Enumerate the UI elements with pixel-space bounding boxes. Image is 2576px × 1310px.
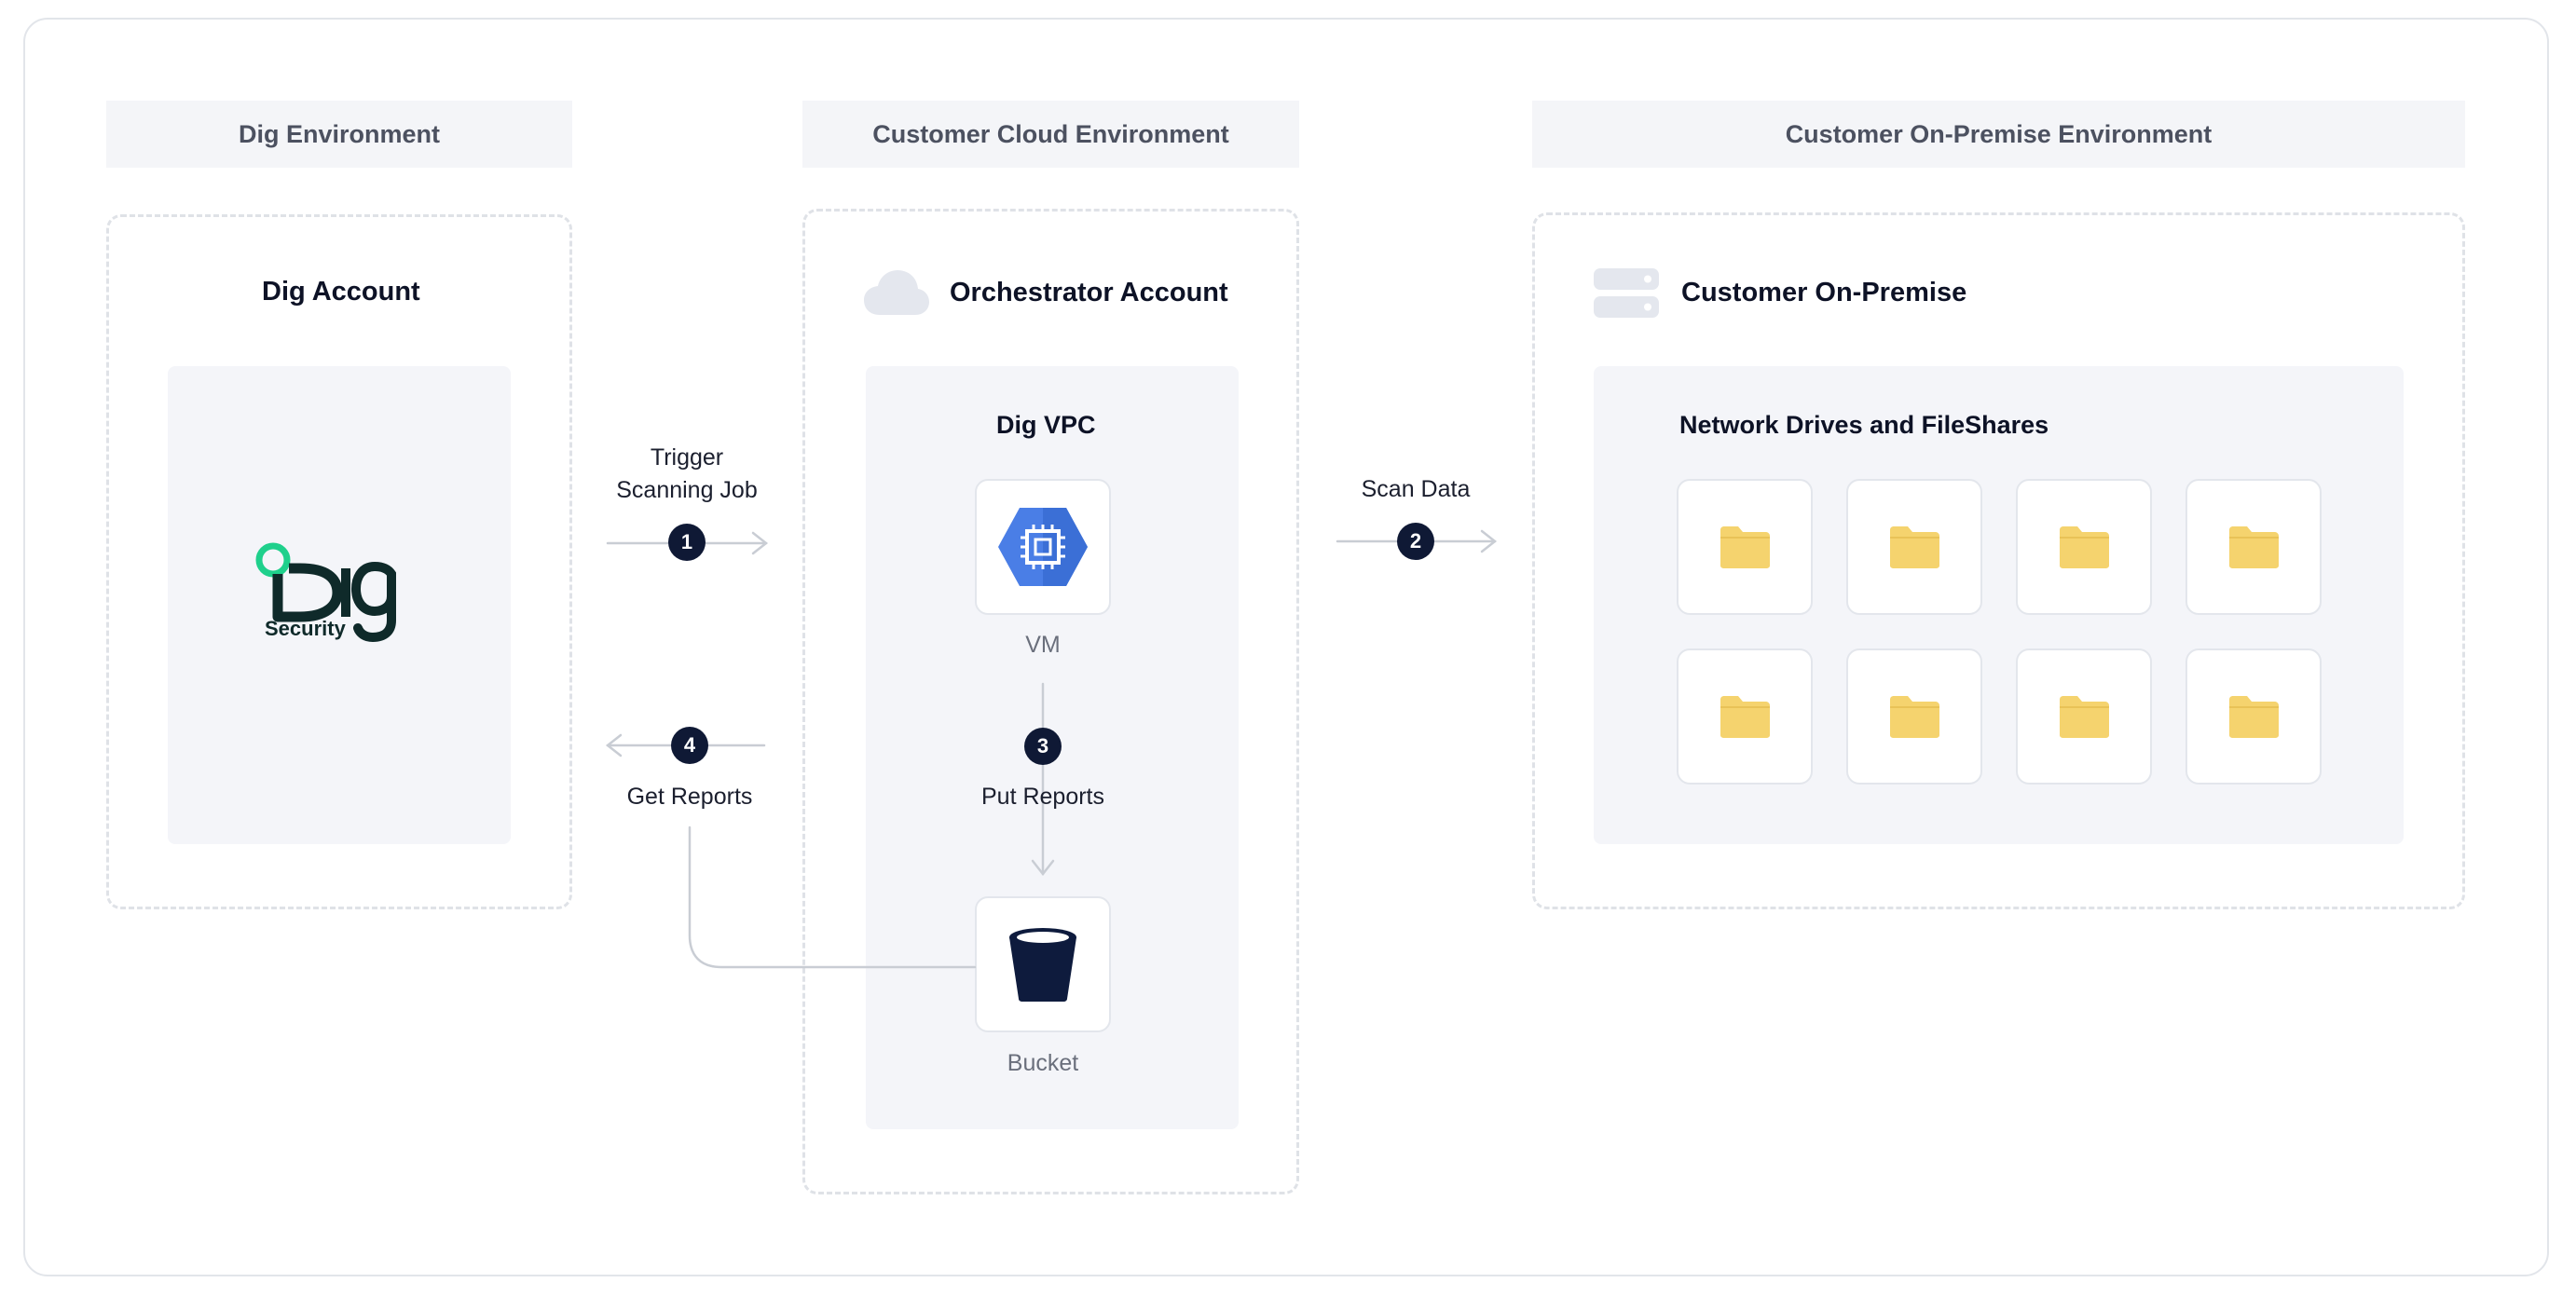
folder-icon [2060, 526, 2109, 568]
server-icon [1594, 268, 1659, 319]
folder-icon [2229, 696, 2279, 738]
dig-vpc-title: Dig VPC [996, 411, 1096, 439]
onprem-account-box [1532, 212, 2465, 909]
orchestrator-account-box [802, 209, 1299, 1194]
orchestrator-account-title: Orchestrator Account [950, 278, 1228, 307]
dig-logo-subtext: Security [265, 617, 346, 640]
step-1-label: Trigger Scanning Job [616, 442, 758, 507]
bucket-icon [1009, 928, 1076, 1002]
folder-tile[interactable] [2016, 479, 2152, 615]
dig-account-box [106, 214, 572, 909]
folder-icon [1720, 696, 1770, 738]
step-4-label: Get Reports [626, 784, 753, 810]
bucket-tile[interactable] [975, 896, 1111, 1032]
bucket-caption: Bucket [1007, 1050, 1079, 1076]
dig-logo-icon [255, 542, 396, 643]
folder-tile[interactable] [1677, 648, 1813, 785]
folder-icon [1890, 526, 1939, 568]
step-4-marker: 4 [671, 727, 708, 764]
dig-environment-header: Dig Environment [106, 101, 572, 168]
folder-tile[interactable] [1677, 479, 1813, 615]
cloud-environment-header: Customer Cloud Environment [802, 101, 1299, 168]
vm-tile[interactable] [975, 479, 1111, 615]
folder-tile[interactable] [2016, 648, 2152, 785]
folder-icon [1890, 696, 1939, 738]
folder-tile[interactable] [2185, 648, 2322, 785]
cloud-icon [863, 268, 930, 317]
folder-tile[interactable] [2185, 479, 2322, 615]
network-drives-title: Network Drives and FileShares [1679, 411, 2049, 439]
folder-tile[interactable] [1846, 648, 1982, 785]
step-2-label: Scan Data [1361, 476, 1471, 502]
folder-icon [1720, 526, 1770, 568]
dig-security-logo: Security [253, 540, 431, 643]
step-3-marker: 3 [1024, 728, 1062, 765]
folder-icon [2060, 696, 2109, 738]
onprem-environment-header: Customer On-Premise Environment [1532, 101, 2465, 168]
dig-account-title: Dig Account [262, 277, 420, 307]
step-1-marker: 1 [668, 524, 706, 561]
chip-hexagon-icon [998, 508, 1088, 586]
folder-tile[interactable] [1846, 479, 1982, 615]
step-1-label-line1: Trigger [650, 444, 724, 471]
onprem-account-title: Customer On-Premise [1681, 278, 1967, 307]
step-2-marker: 2 [1397, 523, 1434, 560]
vm-caption: VM [1025, 632, 1061, 658]
folder-icon [2229, 526, 2279, 568]
step-1-label-line2: Scanning Job [616, 477, 758, 503]
step-3-label: Put Reports [980, 784, 1105, 810]
